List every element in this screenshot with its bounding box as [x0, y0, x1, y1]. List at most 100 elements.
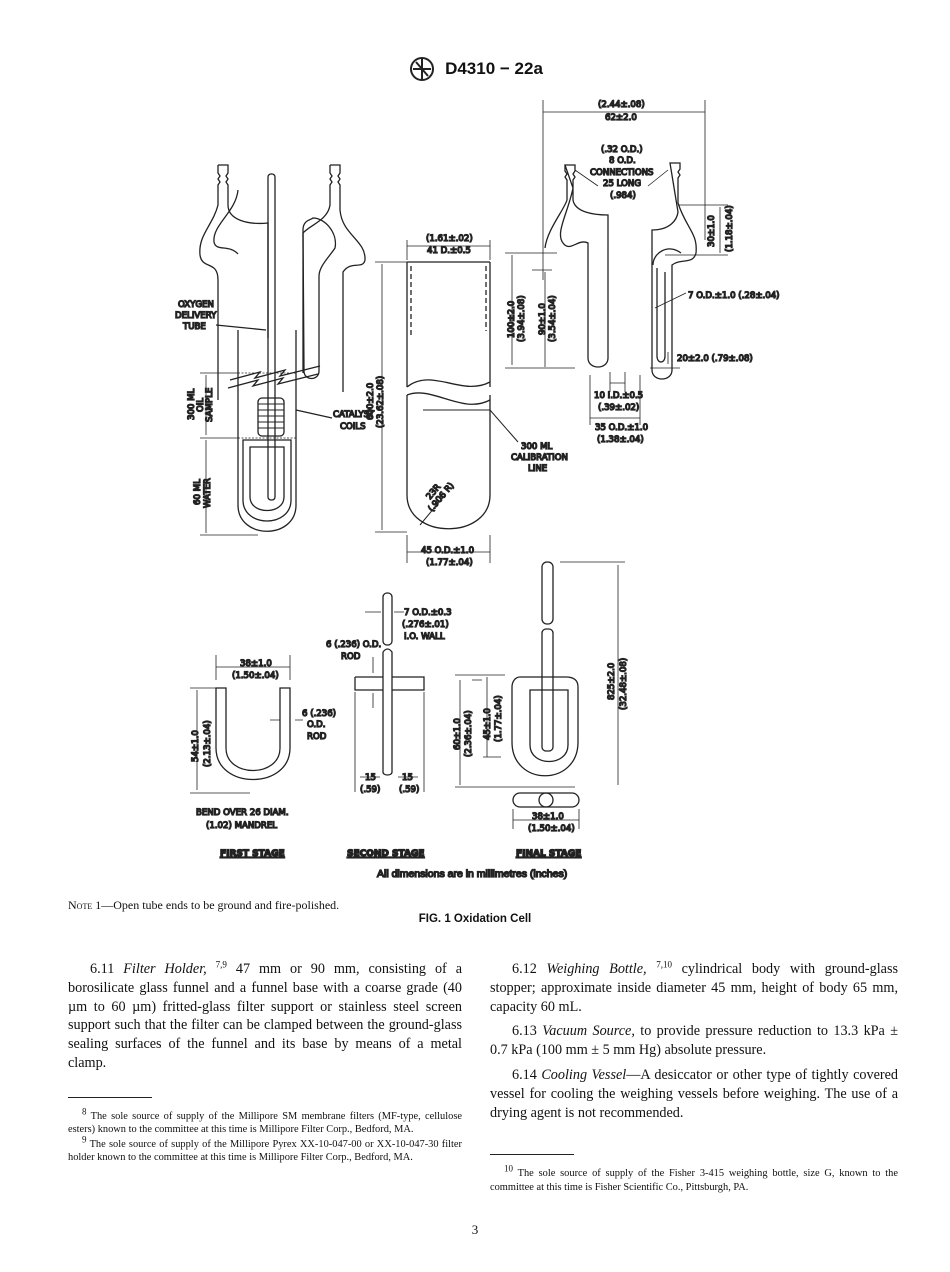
section-term: Cooling Vessel: [541, 1066, 627, 1083]
label-catalyst: CATALYST: [333, 410, 375, 420]
dim-38-first-mm: 38±1.0: [240, 659, 272, 669]
footnote-9: 9 The sole source of supply of the Milli…: [68, 1134, 462, 1164]
page-header: D4310 − 22a: [0, 56, 950, 82]
second-stage-drawing: [354, 592, 425, 792]
dim-15-a: 15: [365, 773, 376, 783]
dim-100-mm: 100±2.0: [507, 301, 517, 338]
cell-head-drawing: [505, 100, 728, 425]
label-conn-4: 25 LONG: [603, 179, 641, 189]
left-column: 6.11 Filter Holder, 7,9 47 mm or 90 mm, …: [68, 960, 462, 1167]
label-cal-1: 300 ML: [521, 442, 553, 452]
section-term: Vacuum Source,: [542, 1023, 635, 1040]
dim-54-in: (2.13±.04): [203, 720, 213, 767]
label-oil-1: 300 ML: [187, 388, 197, 420]
section-term: Weighing Bottle,: [546, 961, 647, 977]
section-term: Filter Holder,: [123, 961, 207, 977]
label-rod-b3: ROD: [307, 732, 327, 742]
section-number: 6.11: [90, 961, 115, 977]
label-conn-5: (.984): [610, 191, 636, 201]
footnote-divider: [490, 1154, 574, 1156]
label-bend-2: (1.02) MANDREL: [206, 821, 277, 831]
assembled-cell-drawing: [199, 164, 366, 536]
dim-54-mm: 54±1.0: [191, 730, 201, 762]
dim-825-mm: 825±2.0: [607, 663, 617, 700]
dim-35-mm: 35 O.D.±1.0: [595, 423, 648, 433]
label-water-1: 60 ML: [193, 479, 203, 505]
dim-600-mm: 600±2.0: [366, 383, 376, 420]
first-stage-drawing: [190, 655, 303, 794]
dim-90-in: (3.54±.04): [548, 295, 558, 342]
section-number: 6.13: [512, 1023, 537, 1040]
label-io-wall: I.O. WALL: [404, 632, 445, 642]
footnote-10: 10 The sole source of supply of the Fish…: [490, 1163, 898, 1193]
dim-100-in: (3.94±.08): [517, 295, 527, 342]
footnote-number: 10: [504, 1163, 513, 1174]
label-final-stage: FINAL STAGE: [516, 849, 581, 859]
note-text: —Open tube ends to be ground and fire-po…: [101, 898, 340, 912]
label-rod-2: ROD: [341, 652, 361, 662]
label-tube: TUBE: [182, 322, 206, 332]
footnote-text: The sole source of supply of the Millipo…: [68, 1110, 462, 1135]
footnote-ref[interactable]: 7,9: [215, 959, 227, 970]
label-rod-b2: O.D.: [307, 720, 326, 730]
dim-15-b: 15: [402, 773, 413, 783]
dim-15-a-in: (.59): [360, 785, 380, 795]
label-bend-1: BEND OVER 26 DIAM.: [196, 808, 289, 818]
dim-7-od: 7 O.D.±1.0 (.28±.04): [688, 291, 780, 301]
figure-caption: FIG. 1 Oxidation Cell: [418, 913, 532, 925]
dim-38-first-in: (1.50±.04): [232, 671, 279, 681]
dim-38-final-in: (1.50±.04): [528, 824, 575, 834]
dim-10-in: (.39±.02): [598, 403, 639, 413]
footnote-8: 8 The sole source of supply of the Milli…: [68, 1107, 462, 1136]
section-text: 47 mm or 90 mm, consisting of a borosili…: [68, 961, 463, 1071]
dim-45-final-mm: 45±1.0: [483, 708, 493, 740]
label-oxygen: OXYGEN: [178, 300, 214, 310]
label-water-2: WATER: [203, 478, 213, 508]
label-second-stage: SECOND STAGE: [347, 849, 424, 859]
label-rod-1: 6 (.236) O.D.: [326, 640, 381, 650]
dim-60-in: (2.36±.04): [464, 710, 474, 757]
oxidation-cell-figure: OXYGEN DELIVERY TUBE 300 ML OIL SAMPLE C…: [174, 99, 780, 880]
section-number: 6.14: [512, 1066, 537, 1083]
label-conn-2: 8 O.D.: [609, 156, 636, 166]
dimensions-note: All dimensions are in millimetres (inche…: [377, 868, 567, 880]
footnotes: 10 The sole source of supply of the Fish…: [490, 1163, 898, 1193]
final-stage-drawing: [455, 561, 625, 829]
section-6-12: 6.12 Weighing Bottle, 7,10 cylindrical b…: [490, 960, 898, 1016]
dim-30-in: (1.18±.04): [725, 205, 735, 252]
label-first-stage: FIRST STAGE: [220, 849, 285, 859]
oxidation-tube-drawing: [375, 240, 519, 563]
section-text: cylindrical body with ground-glass stopp…: [490, 961, 898, 1015]
label-coils: COILS: [340, 422, 366, 432]
section-text: —A desiccator or other type of tightly c…: [490, 1066, 898, 1121]
dim-7-rod-in: (.276±.01): [402, 620, 449, 630]
dim-20: 20±2.0 (.79±.08): [677, 354, 753, 364]
label-conn-1: (.32 O.D.): [601, 145, 643, 155]
footnote-text: The sole source of supply of the Millipo…: [68, 1139, 462, 1164]
dim-15-b-in: (.59): [399, 785, 419, 795]
dim-30-mm: 30±1.0: [707, 215, 717, 247]
dim-90-mm: 90±1.0: [538, 303, 548, 335]
document-designation: D4310 − 22a: [445, 59, 543, 78]
dim-35-in: (1.38±.04): [597, 435, 644, 445]
section-number: 6.12: [512, 961, 537, 977]
label-oil-2: OIL: [196, 398, 206, 412]
label-oil-3: SAMPLE: [205, 388, 215, 422]
label-conn-3: CONNECTIONS: [590, 168, 653, 178]
label-rod-b1: 6 (.236): [302, 709, 336, 719]
astm-logo: [410, 57, 435, 81]
label-cal-3: LINE: [528, 464, 547, 474]
label-cal-2: CALIBRATION: [511, 453, 568, 463]
section-text: to provide pressure reduction to 13.3 kP…: [490, 1023, 898, 1059]
footnote-number: 9: [82, 1134, 87, 1145]
section-6-14: 6.14 Cooling Vessel—A desiccator or othe…: [490, 1066, 898, 1122]
label-delivery: DELIVERY: [175, 311, 217, 321]
footnote-number: 8: [82, 1106, 87, 1117]
right-column: 6.12 Weighing Bottle, 7,10 cylindrical b…: [490, 960, 898, 1196]
dim-62-in: (2.44±.08): [598, 100, 645, 110]
dim-38-final-mm: 38±1.0: [532, 812, 564, 822]
footnote-ref[interactable]: 7,10: [656, 959, 672, 970]
dim-10-mm: 10 I.D.±0.5: [594, 391, 643, 401]
dim-45-final-in: (1.77±.04): [494, 695, 504, 742]
dim-60-mm: 60±1.0: [453, 718, 463, 750]
